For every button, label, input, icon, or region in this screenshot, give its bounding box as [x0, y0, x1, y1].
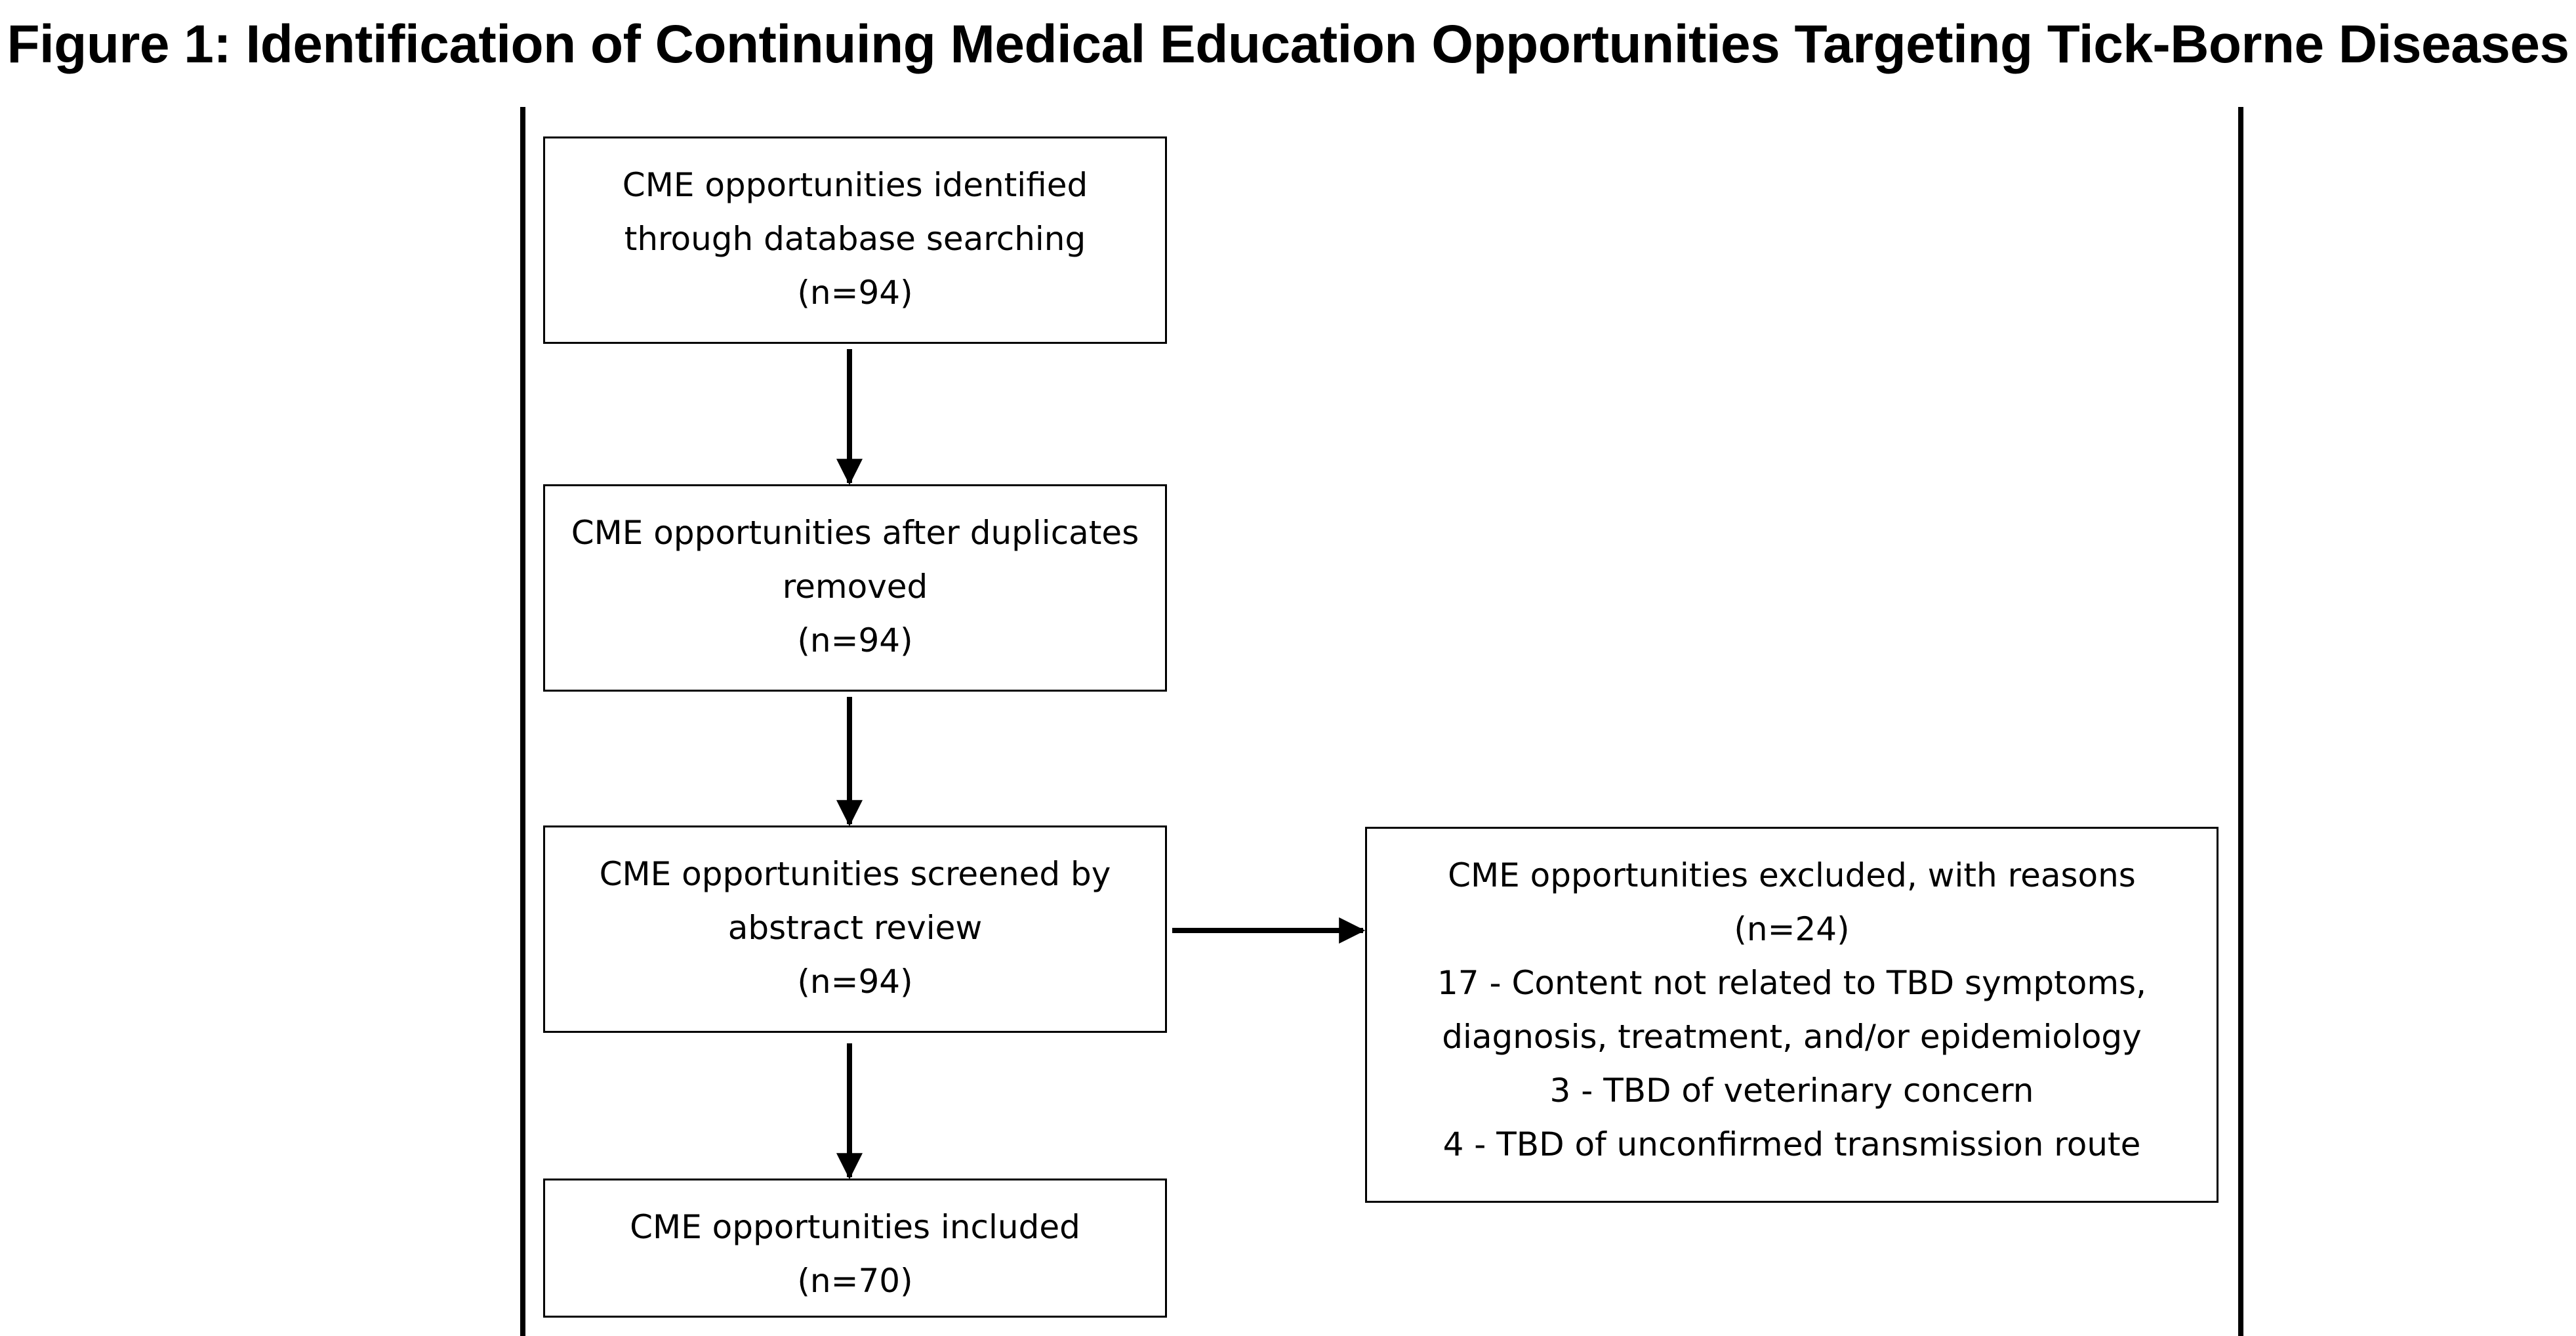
- left-border-line: [520, 107, 525, 1336]
- excluded-count: (n=24): [1734, 910, 1850, 948]
- included-count: (n=70): [797, 1262, 913, 1300]
- deduplicated-count: (n=94): [797, 621, 913, 659]
- included-box: CME opportunities included (n=70): [543, 1179, 1167, 1318]
- identified-count: (n=94): [797, 274, 913, 312]
- excluded-reason-3: 4 - TBD of unconfirmed transmission rout…: [1442, 1125, 2141, 1163]
- right-border-line: [2238, 107, 2243, 1336]
- screened-box: CME opportunities screened by abstract r…: [543, 825, 1167, 1033]
- deduplicated-line-2: removed: [782, 568, 928, 606]
- excluded-box: CME opportunities excluded, with reasons…: [1365, 827, 2218, 1203]
- excluded-reason-2: 3 - TBD of veterinary concern: [1549, 1072, 2034, 1110]
- deduplicated-line-1: CME opportunities after duplicates: [571, 514, 1139, 552]
- figure-title: Figure 1: Identification of Continuing M…: [7, 14, 2569, 74]
- deduplicated-box: CME opportunities after duplicates remov…: [543, 484, 1167, 692]
- screened-count: (n=94): [797, 963, 913, 1001]
- identified-line-2: through database searching: [624, 220, 1086, 258]
- excluded-reason-1a: 17 - Content not related to TBD symptoms…: [1437, 964, 2146, 1002]
- excluded-reason-1b: diagnosis, treatment, and/or epidemiolog…: [1442, 1018, 2142, 1056]
- identified-box: CME opportunities identified through dat…: [543, 136, 1167, 344]
- included-line-1: CME opportunities included: [630, 1208, 1080, 1246]
- screened-line-1: CME opportunities screened by: [599, 855, 1111, 893]
- excluded-line-1: CME opportunities excluded, with reasons: [1448, 856, 2136, 894]
- screened-line-2: abstract review: [727, 909, 983, 947]
- identified-line-1: CME opportunities identified: [622, 166, 1088, 204]
